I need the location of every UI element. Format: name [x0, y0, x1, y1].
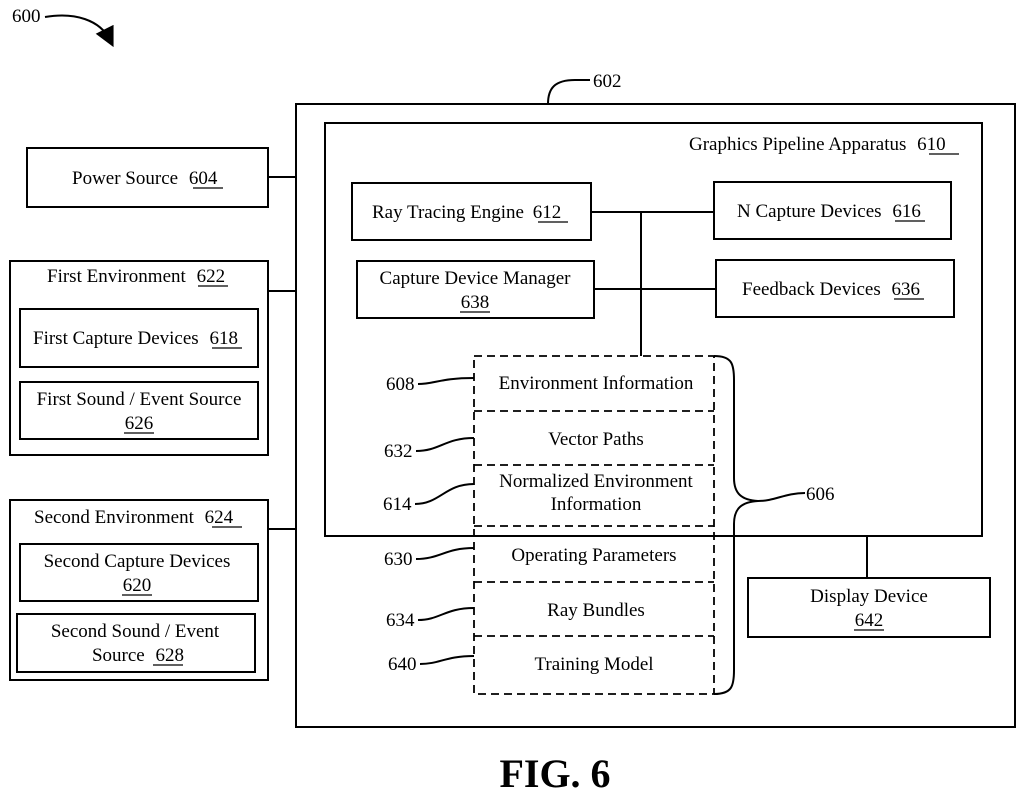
svg-text:Ray Tracing Engine 612: Ray Tracing Engine 612 [372, 202, 561, 223]
first-capture-devices-ref: 618 [209, 328, 238, 349]
data-item-ref-608: 608 [386, 374, 415, 395]
first-environment-ref: 622 [197, 266, 226, 287]
second-capture-devices-label: Second Capture Devices [44, 551, 231, 572]
data-item-operating-parameters: Operating Parameters [511, 545, 676, 566]
display-device-ref: 642 [855, 610, 884, 631]
graphics-pipeline-title: Graphics Pipeline Apparatus [689, 134, 906, 155]
figure-ref-600: 600 [12, 6, 41, 27]
data-item-ref-634: 634 [386, 610, 415, 631]
ray-tracing-engine-ref: 612 [533, 202, 562, 223]
data-item-normalized-environment: Normalized Environment [499, 471, 693, 492]
data-item-environment-information: Environment Information [499, 373, 694, 394]
data-store-ref-606: 606 [806, 484, 835, 505]
data-item-ref-640: 640 [388, 654, 417, 675]
second-sound-source-label: Second Sound / Event [51, 621, 220, 642]
n-capture-devices-label: N Capture Devices [737, 201, 882, 222]
second-sound-source-label-2: Source [92, 645, 145, 666]
second-sound-source-ref: 628 [156, 645, 185, 666]
system-ref-leader [548, 80, 590, 104]
svg-text:Power Source 604: Power Source 604 [72, 168, 218, 189]
data-item-vector-paths: Vector Paths [548, 429, 644, 450]
capture-device-manager-label: Capture Device Manager [380, 268, 572, 289]
ray-tracing-engine-label: Ray Tracing Engine [372, 202, 524, 223]
first-sound-source-label: First Sound / Event Source [37, 389, 242, 410]
first-sound-source-ref: 626 [125, 413, 154, 434]
n-capture-devices-ref: 616 [892, 201, 921, 222]
figure-ref-arrow [45, 16, 110, 40]
data-item-normalized-environment-2: Information [551, 494, 642, 515]
data-item-ref-614: 614 [383, 494, 412, 515]
data-item-ref-630: 630 [384, 549, 413, 570]
feedback-devices-label: Feedback Devices [742, 279, 881, 300]
svg-text:Feedback Devices 636: Feedback Devices 636 [742, 279, 920, 300]
svg-text:Second Environment 624: Second Environment 624 [34, 507, 234, 528]
second-environment-title: Second Environment [34, 507, 195, 528]
second-environment-ref: 624 [205, 507, 234, 528]
feedback-devices-ref: 636 [892, 279, 921, 300]
figure-caption: FIG. 6 [499, 751, 610, 796]
svg-text:Source 628: Source 628 [92, 645, 184, 666]
first-environment-title: First Environment [47, 266, 187, 287]
svg-text:Graphics Pipeline Apparatus: Graphics Pipeline Apparatus 610 [689, 134, 946, 155]
power-source-label: Power Source [72, 168, 178, 189]
data-item-training-model: Training Model [534, 654, 653, 675]
svg-text:First Environment 622: First Environment 622 [47, 266, 225, 287]
svg-text:N Capture Devices 616: N Capture Devices 616 [737, 201, 921, 222]
first-capture-devices-label: First Capture Devices [33, 328, 199, 349]
second-capture-devices-ref: 620 [123, 575, 152, 596]
data-item-ray-bundles: Ray Bundles [547, 600, 645, 621]
power-source-ref: 604 [189, 168, 218, 189]
display-device-label: Display Device [810, 586, 928, 607]
capture-device-manager-ref: 638 [461, 292, 490, 313]
data-item-ref-632: 632 [384, 441, 413, 462]
graphics-pipeline-ref: 610 [917, 134, 946, 155]
system-ref-602: 602 [593, 71, 622, 92]
